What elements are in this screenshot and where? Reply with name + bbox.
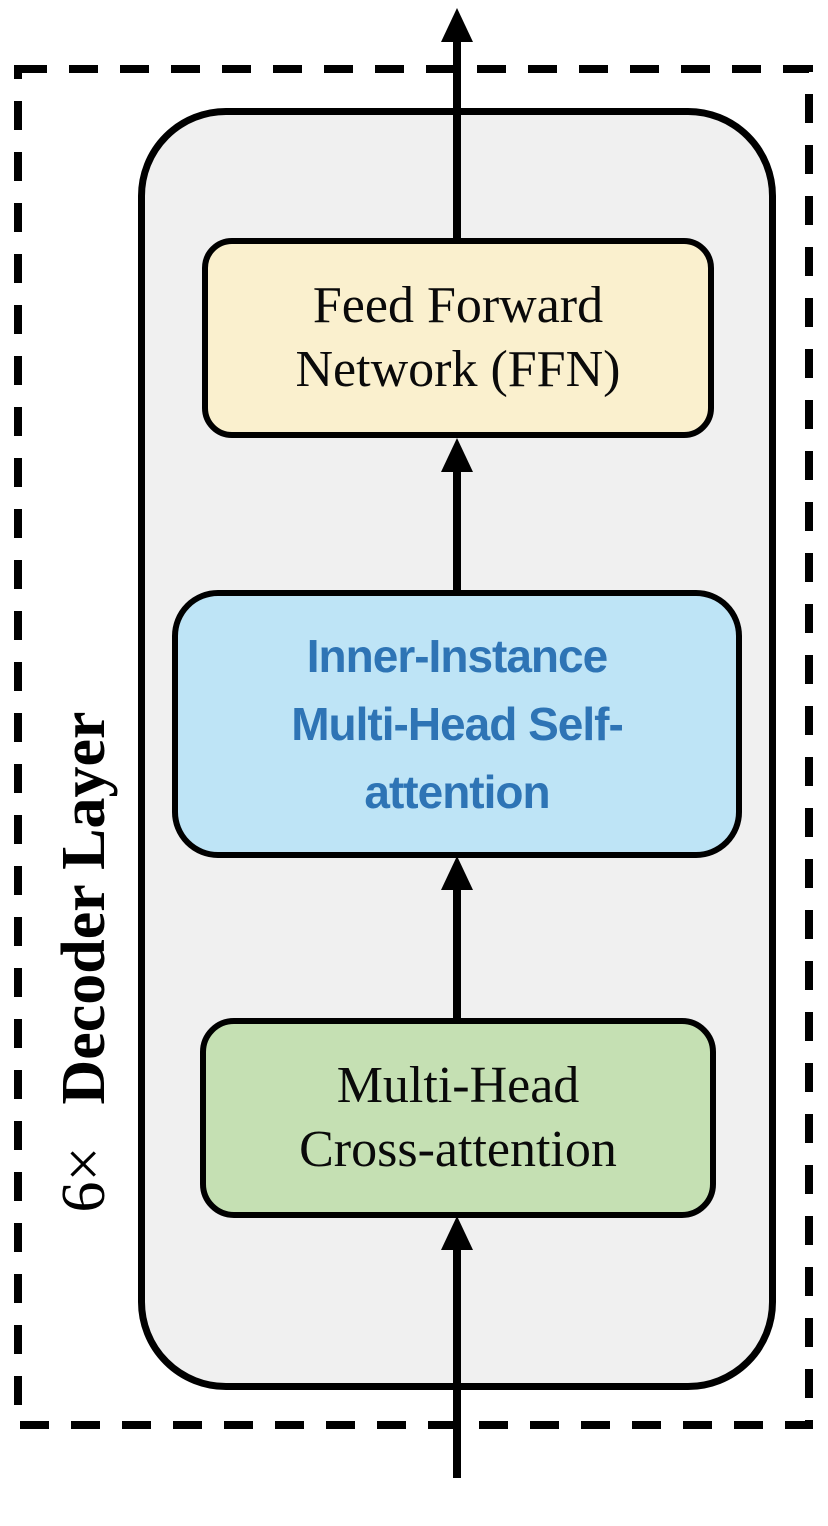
self-attention-label-line3: attention [364, 766, 550, 818]
decoder-layer-title: Decoder Layer [49, 711, 118, 1105]
cross-attention-label-line1: Multi-Head [336, 1057, 580, 1114]
ffn-block: Feed Forward Network (FFN) [202, 238, 714, 438]
decoder-layer-side-label: 6× Decoder Layer [44, 612, 124, 1312]
self-attention-block: Inner-Instance Multi-Head Self- attentio… [172, 590, 742, 858]
ffn-label-line1: Feed Forward [312, 277, 604, 334]
cross-attention-block: Multi-Head Cross-attention [200, 1018, 716, 1218]
ffn-label-line2: Network (FFN) [295, 341, 621, 398]
self-attention-label-line1: Inner-Instance [306, 630, 608, 682]
self-attention-label-line2: Multi-Head Self- [291, 698, 624, 750]
cross-attention-label-line2: Cross-attention [299, 1121, 617, 1178]
repeat-count-label: 6× [49, 1146, 118, 1213]
